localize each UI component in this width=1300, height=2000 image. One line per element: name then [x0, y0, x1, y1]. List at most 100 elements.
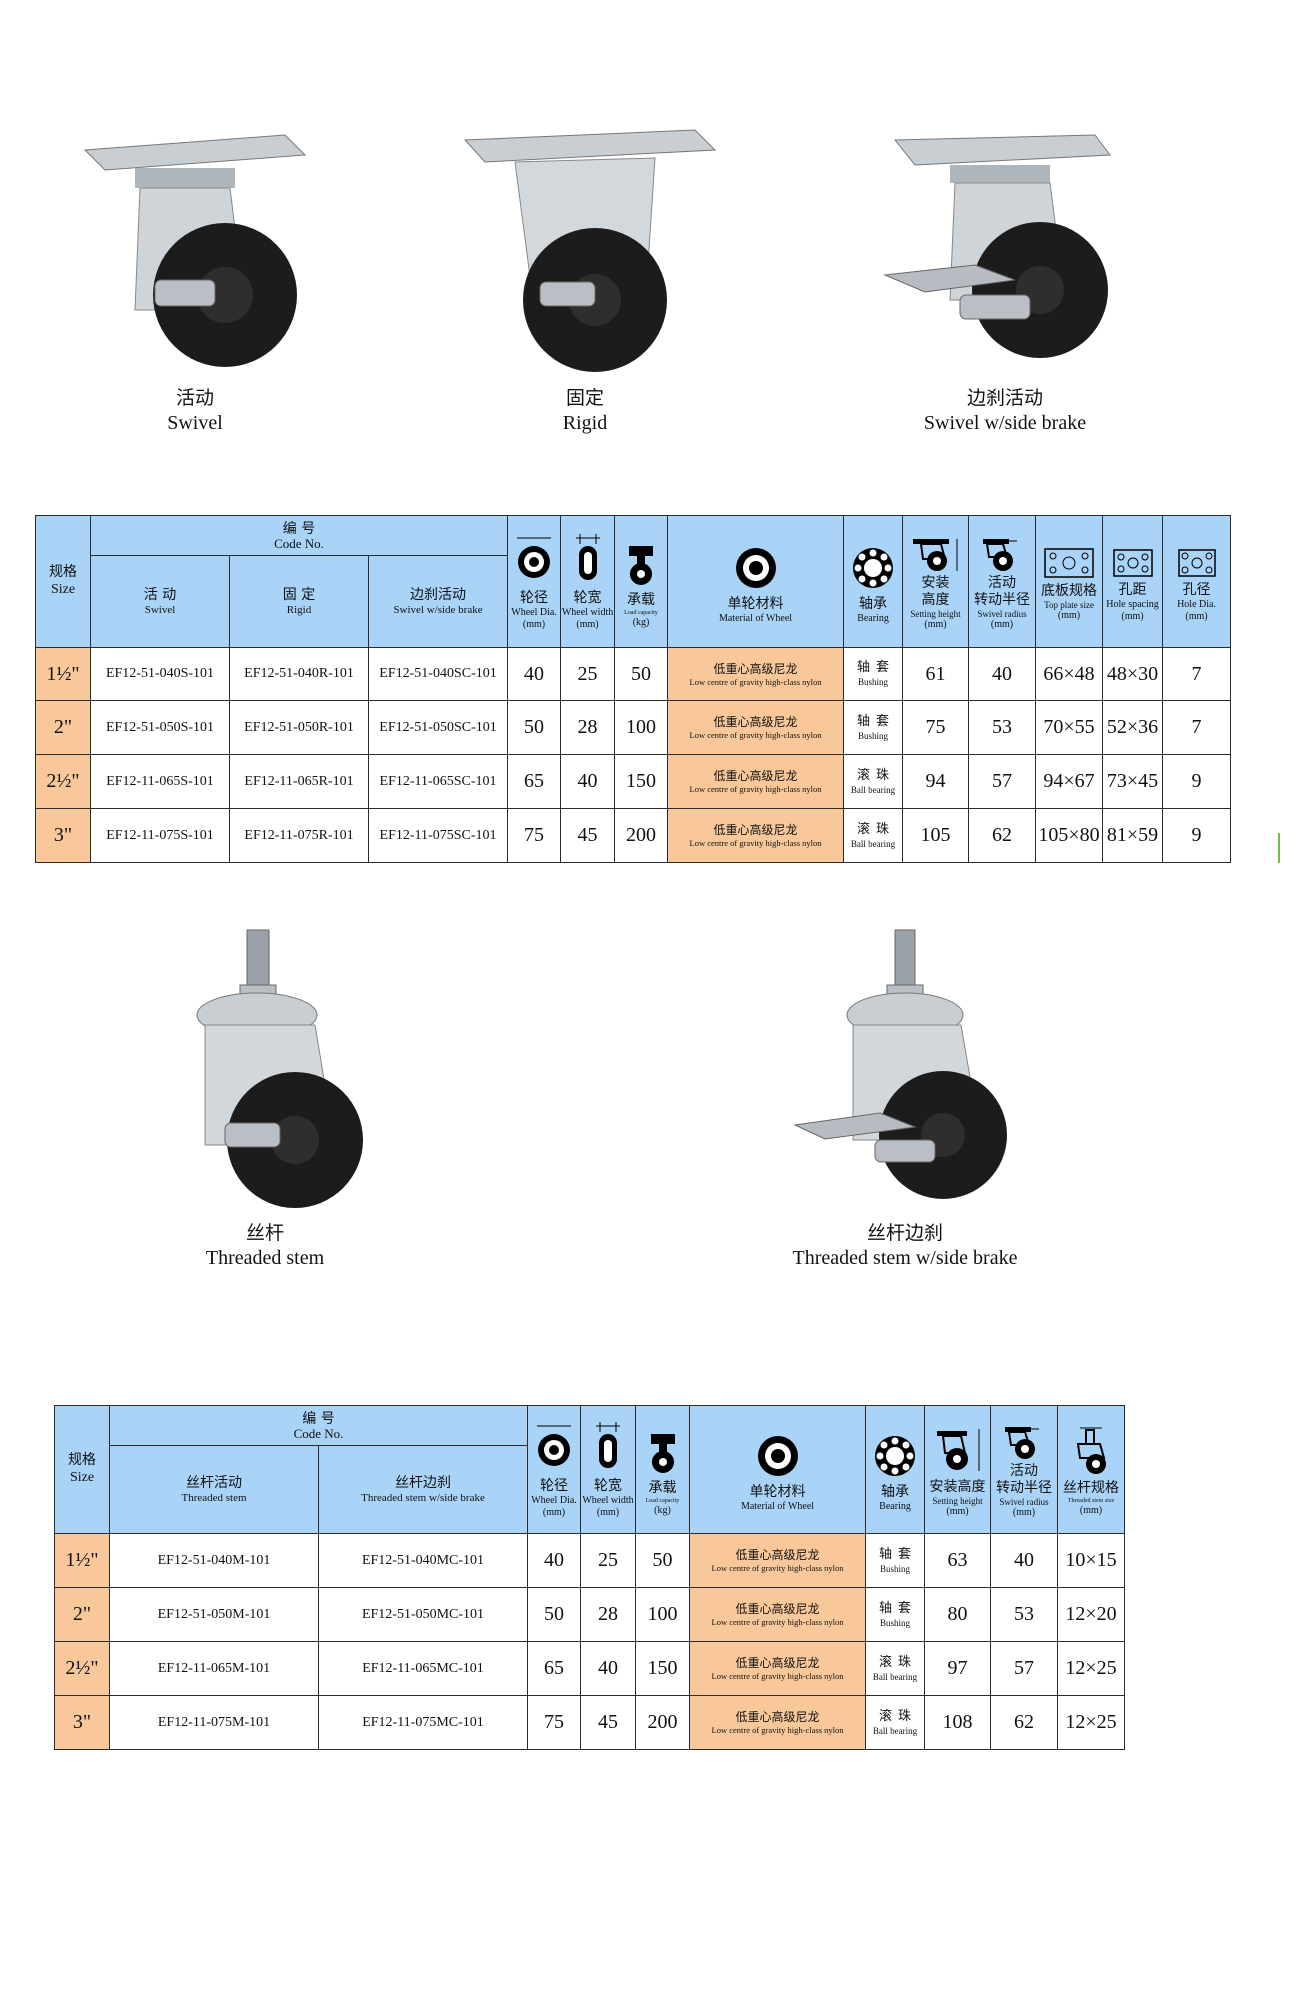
hole-dia: 9: [1162, 808, 1232, 863]
col-unit: (mm): [542, 1507, 566, 1518]
hole-spacing: 48×30: [1102, 647, 1164, 701]
setting-height: 97: [924, 1641, 991, 1696]
material-en: Low centre of gravity high-class nylon: [689, 784, 822, 794]
bearing-zh: 轴套: [878, 1600, 917, 1616]
wheel-dia: 40: [507, 647, 562, 701]
load-capacity: 150: [614, 754, 669, 809]
col-unit: (mm): [576, 619, 599, 630]
swivel-radius: 57: [990, 1641, 1058, 1696]
size-header-en: Size: [69, 1470, 95, 1485]
caption-en: Threaded stem w/side brake: [792, 1247, 1018, 1269]
material-zh: 低重心高级尼龙: [735, 1710, 820, 1724]
col-unit: (kg): [632, 617, 650, 628]
code-threaded-stem-brake: EF12-11-065MC-101: [318, 1641, 528, 1696]
top-plate: 94×67: [1035, 754, 1104, 809]
wheel-dia: 50: [507, 700, 562, 755]
spec-table-threaded-stem: 规格 Size 编 号 Code No. 轮径 Wheel Dia. (mm) …: [54, 1405, 1125, 1750]
col-material: 单轮材料 Material of Wheel: [667, 515, 845, 648]
threaded-stem-caster-photo: [196, 929, 363, 1208]
table-row: 1½" EF12-51-040S-101 EF12-51-040R-101 EF…: [35, 647, 1232, 701]
size-header-en: Size: [50, 582, 76, 597]
swivel-caster-photo: [83, 134, 307, 367]
col-en: Wheel width: [561, 607, 614, 618]
material-zh: 低重心高级尼龙: [713, 715, 798, 729]
col-zh-1: 活动: [988, 574, 1017, 591]
col-zh: 孔径: [1182, 582, 1211, 598]
col-threaded-stem: 丝杆规格 Threaded stem size (mm): [1057, 1405, 1125, 1534]
product-rigid: 固定 Rigid: [430, 110, 740, 436]
col-zh: 单轮材料: [727, 596, 784, 612]
col-en: Bearing: [857, 613, 889, 624]
col-zh: 轴承: [859, 596, 888, 612]
stem-size: 12×25: [1057, 1641, 1125, 1696]
col-material: 单轮材料 Material of Wheel: [689, 1405, 866, 1534]
col-zh: 高度: [921, 591, 950, 608]
setting-height: 75: [902, 700, 970, 755]
code-swivel-brake: EF12-11-075SC-101: [367, 808, 509, 863]
col-zh: 轮径: [520, 590, 549, 606]
col-en: Top plate size: [1044, 600, 1094, 610]
code-col-en: Threaded stem w/side brake: [361, 1492, 485, 1504]
size-header-zh: 规格: [68, 1452, 96, 1468]
hole-dia-icon: [1177, 549, 1216, 577]
col-zh: 轮宽: [594, 1478, 622, 1494]
size-cell: 1½": [35, 647, 91, 701]
code-rigid: EF12-51-040R-101: [229, 647, 369, 701]
bearing-en: Ball bearing: [850, 838, 896, 849]
wheel-width: 25: [580, 1533, 636, 1588]
threaded-stem-icon: [1076, 1427, 1106, 1474]
col-en: Wheel width: [582, 1495, 634, 1506]
code-col-swivel-brake: 边刹活动 Swivel w/side brake: [367, 555, 509, 648]
code-threaded-stem-brake: EF12-11-075MC-101: [318, 1695, 528, 1750]
stem-size: 12×20: [1057, 1587, 1125, 1642]
col-swivel-radius: 活动 转动半径 Swivel radius (mm): [990, 1405, 1058, 1534]
bearing-icon: [853, 548, 894, 588]
caption-en: Threaded stem: [205, 1247, 325, 1269]
code-header-zh: 编 号: [282, 521, 316, 537]
col-setting-height: 安装高度 Setting height (mm): [924, 1405, 991, 1534]
code-swivel: EF12-11-065S-101: [90, 754, 230, 809]
col-unit: (mm): [1012, 1506, 1036, 1518]
col-zh: 安装高度: [929, 1479, 986, 1495]
hole-spacing: 81×59: [1102, 808, 1164, 863]
setting-height-icon: [936, 1429, 979, 1471]
top-plate: 66×48: [1035, 647, 1104, 701]
col-unit: (mm): [1057, 610, 1081, 621]
setting-height: 94: [902, 754, 970, 809]
swivel-radius: 62: [990, 1695, 1058, 1750]
stem-size: 10×15: [1057, 1533, 1125, 1588]
setting-height: 63: [924, 1533, 991, 1588]
code-header-zh: 编 号: [302, 1411, 335, 1427]
code-col-en: Swivel: [144, 604, 176, 616]
col-zh-1: 安装: [921, 574, 950, 591]
size-header: 规格 Size: [54, 1405, 110, 1534]
hole-dia: 9: [1162, 754, 1232, 809]
size-cell: 2½": [35, 754, 91, 809]
wheel-width: 28: [560, 700, 616, 755]
hole-dia: 7: [1162, 647, 1232, 701]
size-header: 规格 Size: [35, 515, 91, 648]
load-capacity: 100: [614, 700, 669, 755]
col-unit: (kg): [654, 1505, 671, 1516]
wheel-diameter-icon: [517, 537, 552, 578]
bearing-zh: 轴套: [878, 1546, 917, 1562]
col-wheel-width: 轮宽 Wheel width (mm): [580, 1405, 636, 1534]
table-row: 2" EF12-51-050M-101 EF12-51-050MC-101 50…: [54, 1587, 1125, 1642]
table-row: 2½" EF12-11-065S-101 EF12-11-065R-101 EF…: [35, 754, 1232, 809]
swivel-radius: 40: [968, 647, 1037, 701]
wheel-material-icon: [757, 1436, 798, 1476]
load-capacity: 150: [635, 1641, 690, 1696]
col-hole-dia: 孔径 Hole Dia. (mm): [1162, 515, 1232, 648]
col-zh: 轴承: [881, 1484, 909, 1500]
material-zh: 低重心高级尼龙: [713, 823, 798, 837]
top-plate-icon: [1044, 548, 1094, 578]
bearing-zh: 轴套: [857, 660, 896, 675]
col-zh: 单轮材料: [749, 1484, 806, 1500]
wheel-dia: 50: [527, 1587, 581, 1642]
col-zh: 轮径: [540, 1478, 568, 1494]
